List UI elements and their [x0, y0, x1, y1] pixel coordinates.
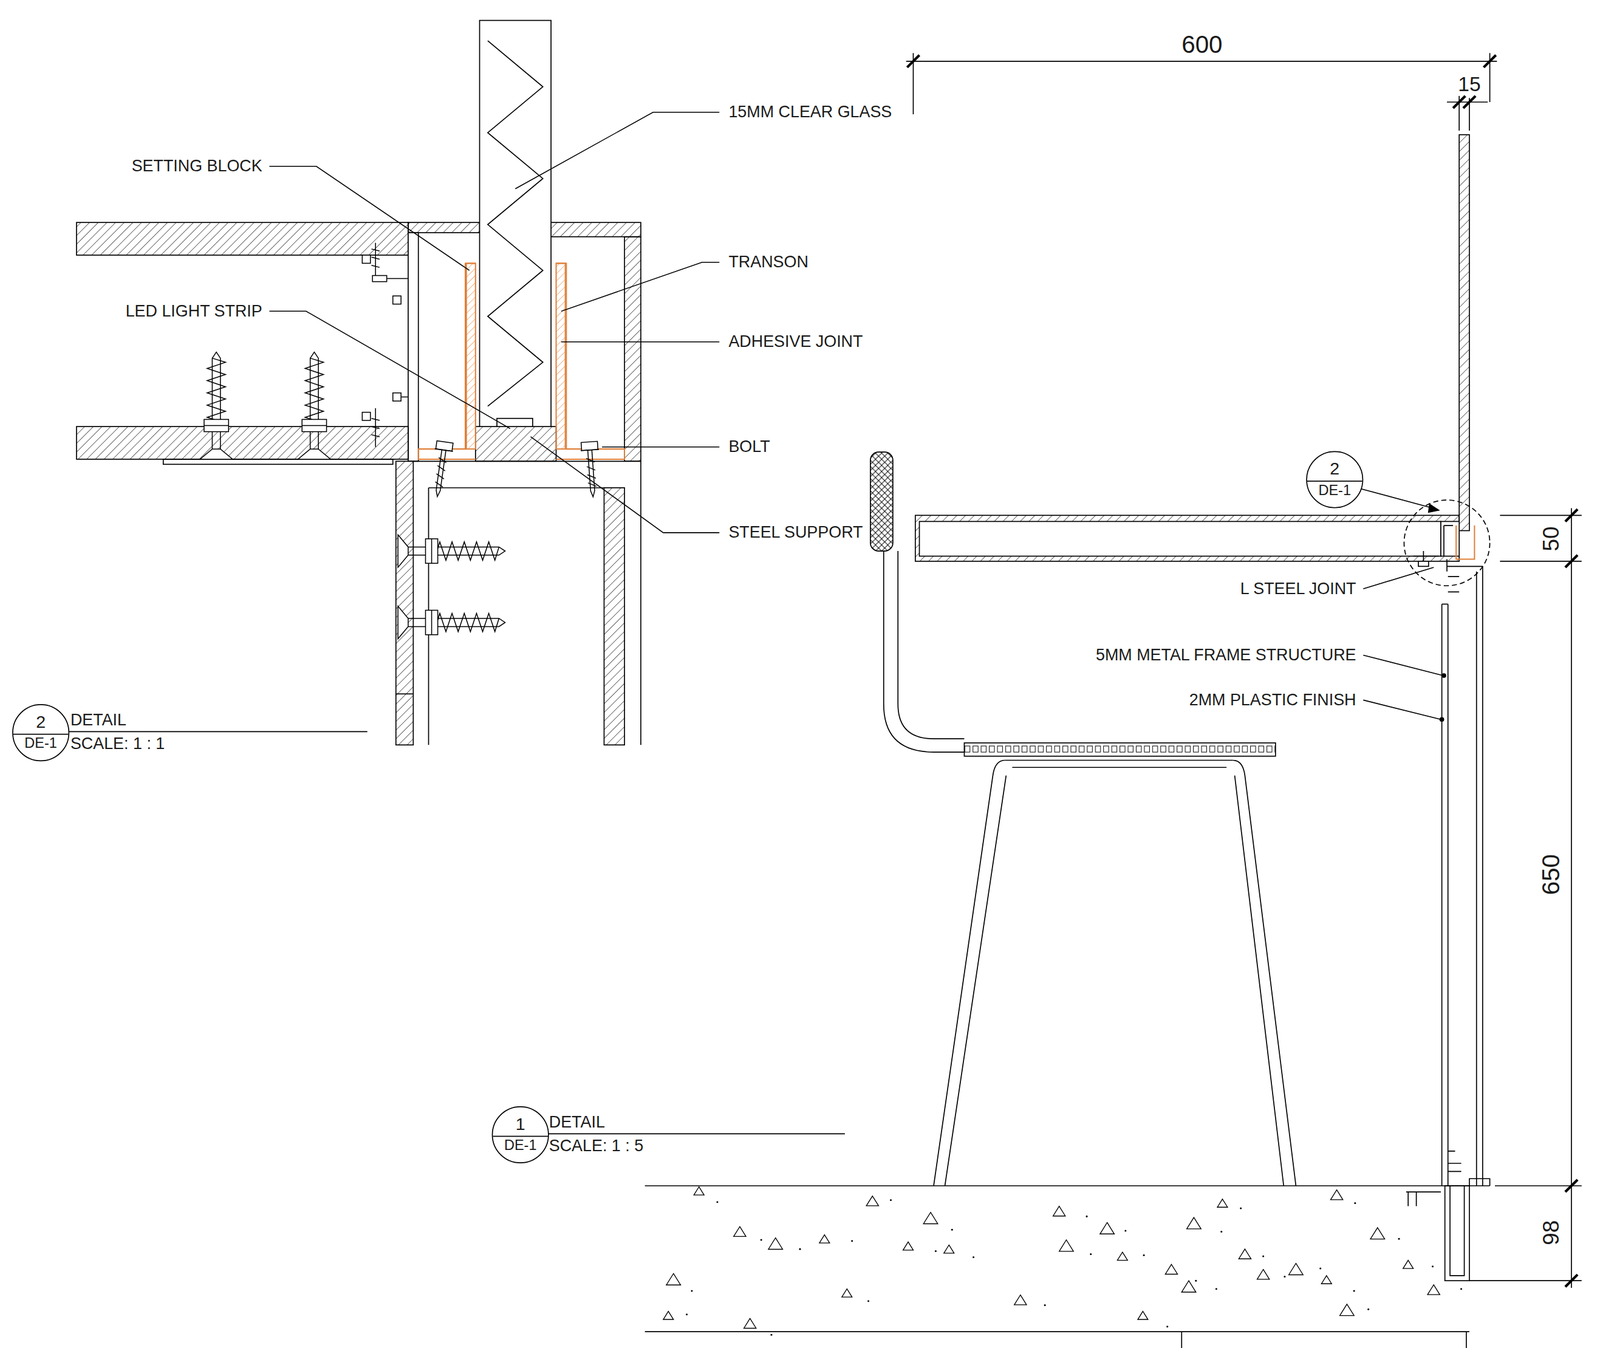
aggregate-dot — [1215, 1287, 1218, 1290]
component-label: SETTING BLOCK — [130, 157, 264, 175]
aggregate-mark — [1053, 1206, 1066, 1217]
aggregate-dot — [685, 1313, 688, 1316]
aggregate-mark — [1117, 1251, 1128, 1260]
aggregate-mark — [1427, 1284, 1440, 1295]
aggregate-dot — [889, 1199, 892, 1201]
component-label: ADHESIVE JOINT — [727, 333, 864, 350]
aggregate-mark — [819, 1234, 830, 1243]
aggregate-mark — [744, 1318, 757, 1328]
aggregate-mark — [1288, 1263, 1304, 1276]
aggregate-dot — [972, 1256, 975, 1259]
aggregate-dot — [867, 1299, 870, 1302]
aggregate-dot — [1089, 1253, 1092, 1255]
aggregate-dot — [716, 1200, 718, 1203]
aggregate-dot — [1044, 1304, 1047, 1306]
component-label: 2MM PLASTIC FINISH — [1188, 691, 1358, 709]
dimension: 15 — [1457, 73, 1483, 95]
aggregate-dot — [1262, 1254, 1265, 1257]
sheet-reference: DE-1 — [492, 1135, 548, 1154]
aggregate-mark — [1137, 1311, 1149, 1320]
aggregate-dot — [951, 1228, 954, 1231]
component-label: 5MM METAL FRAME STRUCTURE — [1094, 646, 1358, 664]
dimension: 50 — [1539, 525, 1563, 553]
aggregate-mark — [1330, 1189, 1344, 1200]
aggregate-mark — [733, 1226, 746, 1237]
component-label: 15MM CLEAR GLASS — [727, 103, 893, 121]
callout-bubble: 1DE-1 — [492, 1106, 550, 1164]
aggregate-dot — [1319, 1267, 1322, 1270]
component-label: STEEL SUPPORT — [727, 524, 864, 541]
aggregate-dot — [1398, 1237, 1401, 1240]
component-label: TRANSON — [727, 253, 810, 271]
aggregate-dot — [1460, 1287, 1463, 1290]
aggregate-mark — [866, 1196, 879, 1206]
aggregate-mark — [1181, 1280, 1197, 1293]
dimension: 98 — [1539, 1219, 1563, 1246]
aggregate-dot — [1353, 1202, 1356, 1204]
detail-number: 2 — [1307, 460, 1363, 481]
detail-scale: SCALE: 1 : 1 — [69, 735, 166, 753]
component-label: L STEEL JOINT — [1239, 580, 1358, 598]
aggregate-dot — [1086, 1215, 1088, 1218]
detail-number: 2 — [13, 713, 69, 734]
sheet-reference: DE-1 — [1307, 480, 1363, 499]
aggregate-mark — [1238, 1248, 1251, 1259]
detail-title: DETAIL — [69, 712, 127, 729]
aggregate-dot — [1367, 1308, 1370, 1311]
title-underlines — [61, 731, 845, 1134]
aggregate-dot — [760, 1239, 763, 1242]
aggregate-mark — [1321, 1275, 1332, 1284]
aggregate-mark — [693, 1186, 705, 1195]
aggregate-mark — [1340, 1304, 1355, 1316]
detail-title: DETAIL — [547, 1114, 606, 1131]
aggregate-mark — [663, 1311, 674, 1320]
aggregate-dot — [851, 1239, 853, 1242]
aggregate-mark — [666, 1273, 681, 1285]
aggregate-mark — [1217, 1199, 1228, 1207]
aggregate-dot — [1353, 1289, 1356, 1292]
aggregate-mark — [1100, 1222, 1115, 1234]
dimension: 650 — [1538, 852, 1563, 896]
aggregate-dot — [1431, 1265, 1434, 1268]
aggregate-mark — [1186, 1217, 1202, 1229]
aggregate-mark — [1014, 1295, 1027, 1305]
aggregate-dot — [934, 1250, 937, 1252]
callout-bubble: 2DE-1 — [12, 704, 70, 762]
aggregate-mark — [943, 1244, 955, 1253]
aggregate-dot — [1124, 1229, 1127, 1232]
component-label: BOLT — [727, 438, 772, 455]
aggregate-dot — [1166, 1325, 1169, 1328]
aggregate-mark — [903, 1241, 914, 1250]
aggregate-mark — [1257, 1269, 1270, 1280]
aggregate-dot — [1239, 1206, 1242, 1209]
aggregate-mark — [1165, 1264, 1178, 1274]
detail-scale: SCALE: 1 : 5 — [547, 1137, 645, 1155]
dimension: 600 — [1180, 32, 1224, 58]
aggregate-mark — [1403, 1260, 1414, 1269]
detail-number: 1 — [492, 1115, 548, 1136]
aggregate-mark — [841, 1288, 853, 1297]
detail-1to5 — [645, 52, 1582, 1348]
aggregate-mark — [1059, 1239, 1074, 1252]
aggregate-dot — [1283, 1275, 1286, 1278]
aggregate-dot — [798, 1248, 801, 1251]
aggregate-dot — [1143, 1254, 1146, 1257]
leader-lines — [269, 112, 720, 533]
aggregate-dot — [1220, 1230, 1223, 1233]
aggregate-dot — [770, 1333, 773, 1336]
detail-1to1 — [76, 20, 641, 746]
aggregate-mark — [768, 1237, 783, 1250]
sheet-reference: DE-1 — [13, 733, 69, 752]
aggregate-mark — [923, 1212, 938, 1224]
aggregate-dot — [1194, 1279, 1197, 1282]
aggregate-dot — [690, 1289, 693, 1292]
callout-bubble: 2DE-1 — [1305, 450, 1364, 508]
aggregate-mark — [1370, 1227, 1385, 1240]
component-label: LED LIGHT STRIP — [124, 303, 264, 320]
